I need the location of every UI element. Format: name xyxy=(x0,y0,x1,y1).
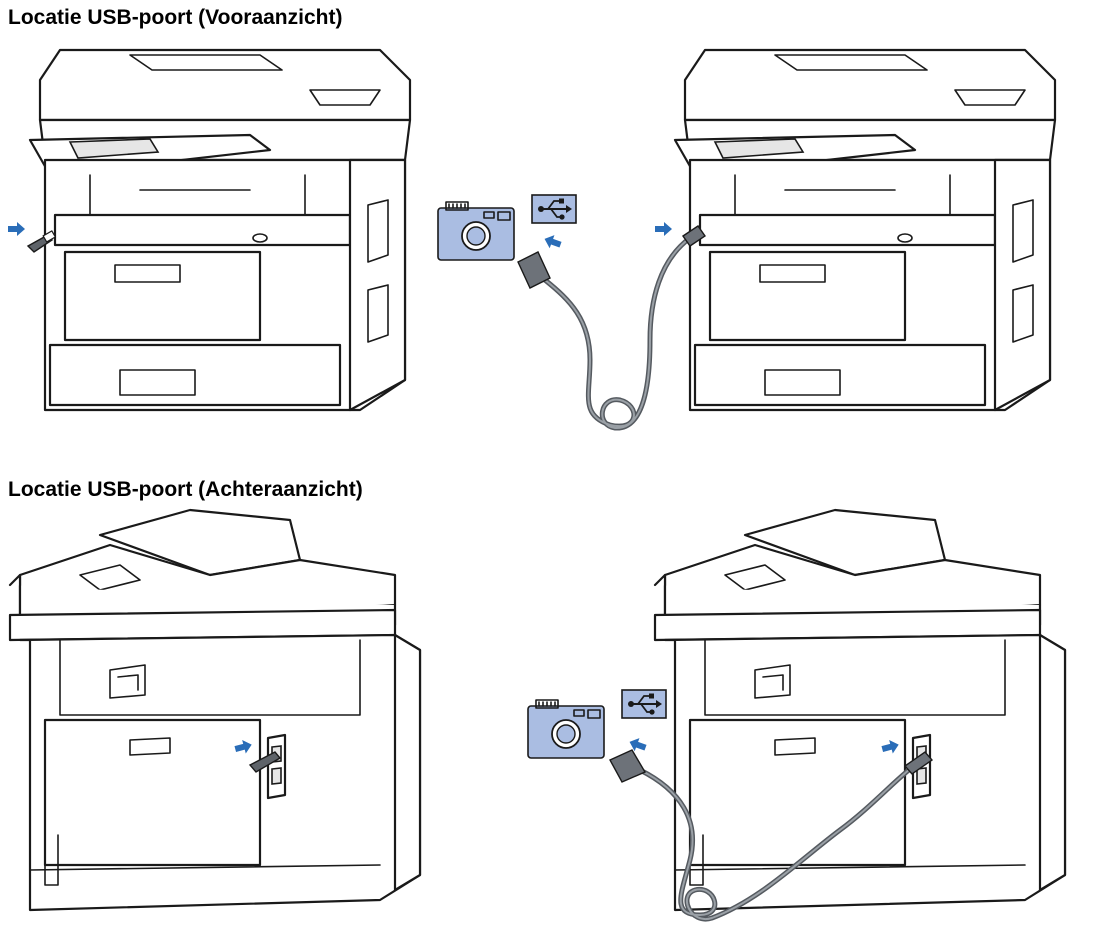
front-printer-right xyxy=(673,48,1057,412)
rear-view-title: Locatie USB-poort (Achteraanzicht) xyxy=(8,478,363,501)
usb-symbol-icon xyxy=(531,194,577,224)
usb-cable xyxy=(609,749,934,922)
usb-cable xyxy=(517,225,706,431)
camera-icon xyxy=(527,699,605,759)
arrow-icon xyxy=(655,222,672,236)
usb-flash-drive-icon xyxy=(26,230,57,253)
usb-flash-drive-icon xyxy=(248,751,282,773)
arrow-icon xyxy=(542,232,563,252)
rear-printer-left xyxy=(8,508,422,912)
camera-icon xyxy=(437,201,515,261)
front-printer-left xyxy=(28,48,412,412)
front-view-title: Locatie USB-poort (Vooraanzicht) xyxy=(8,6,343,29)
usb-symbol-icon xyxy=(621,689,667,719)
arrow-icon xyxy=(8,222,25,236)
rear-printer-right xyxy=(653,508,1067,912)
